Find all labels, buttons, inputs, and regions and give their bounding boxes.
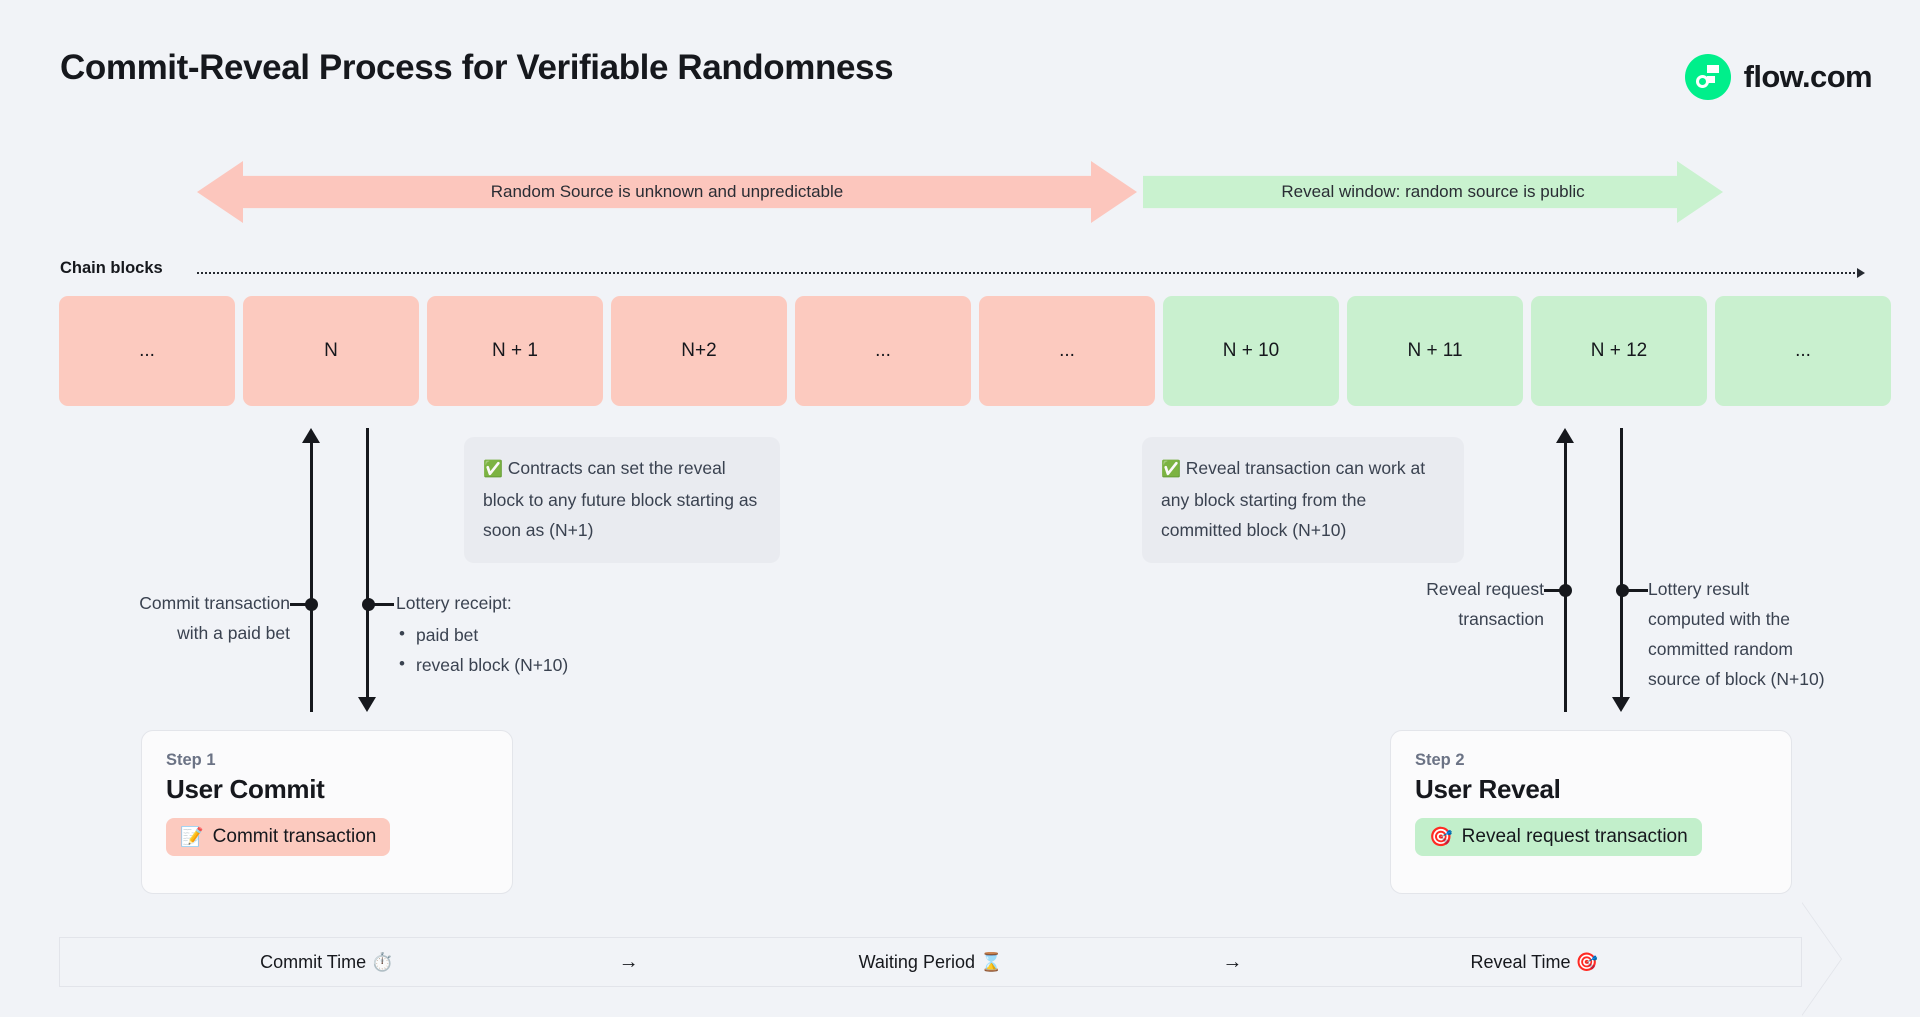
receipt-arrow-line (366, 428, 369, 698)
block-4[interactable]: ... (795, 296, 971, 406)
flow-logo-icon (1684, 54, 1731, 100)
page-title: Commit-Reveal Process for Verifiable Ran… (60, 48, 894, 87)
block-8[interactable]: N + 12 (1531, 296, 1707, 406)
annotation-reveal-request-line2: transaction (1458, 609, 1544, 629)
memo-icon: 📝 (180, 827, 204, 848)
annotation-lottery-result: Lottery result computed with the committ… (1648, 574, 1898, 694)
lottery-result-arrow-head-icon (1612, 697, 1630, 712)
phase-unpredictable: Random Source is unknown and unpredictab… (197, 161, 1137, 223)
list-item: reveal block (N+10) (396, 649, 696, 680)
list-item: paid bet (396, 619, 696, 650)
timeline-phase-reveal: Reveal Time 🎯 (1470, 951, 1598, 972)
step-card-user-commit[interactable]: Step 1 User Commit 📝 Commit transaction (141, 730, 513, 894)
receipt-connector-stub (370, 603, 394, 606)
block-1[interactable]: N (243, 296, 419, 406)
annotation-lottery-result-line1: Lottery result (1648, 579, 1750, 599)
commit-connector-stub (290, 603, 314, 606)
annotation-commit-line2: with a paid bet (177, 623, 290, 643)
step-1-chip[interactable]: 📝 Commit transaction (166, 818, 391, 856)
annotation-commit-transaction: Commit transaction with a paid bet (60, 588, 290, 648)
reveal-request-arrow-head-icon (1556, 428, 1574, 443)
block-5[interactable]: ... (979, 296, 1155, 406)
step-2-chip-label: Reveal request transaction (1461, 826, 1688, 847)
brand-name: flow.com (1743, 59, 1873, 94)
block-0[interactable]: ... (59, 296, 235, 406)
annotation-lottery-result-line4: source of block (N+10) (1648, 669, 1825, 689)
commit-arrow-head-icon (302, 428, 320, 443)
step-card-user-reveal[interactable]: Step 2 User Reveal 🎯 Reveal request tran… (1390, 730, 1792, 894)
callout-reveal-text: Reveal transaction can work at any block… (1161, 458, 1426, 540)
reveal-request-connector-dot (1559, 584, 1572, 597)
annotation-reveal-request: Reveal request transaction (1330, 574, 1544, 634)
callout-reveal-transaction: ✅ Reveal transaction can work at any blo… (1142, 437, 1464, 563)
block-3[interactable]: N+2 (611, 296, 787, 406)
check-icon: ✅ (483, 461, 503, 478)
timeline-bar: Commit Time ⏱️ → Waiting Period ⌛ → Reve… (59, 937, 1802, 987)
phase-reveal-window: Reveal window: random source is public (1143, 161, 1723, 223)
commit-connector-dot (305, 598, 318, 611)
phase-unpredictable-label: Random Source is unknown and unpredictab… (490, 182, 844, 201)
lottery-result-connector-dot (1616, 584, 1629, 597)
annotation-lottery-receipt: Lottery receipt: paid bet reveal block (… (396, 588, 696, 680)
receipt-connector-dot (362, 598, 375, 611)
chain-axis-line (197, 268, 1865, 278)
annotation-commit-line1: Commit transaction (139, 593, 290, 613)
timeline-phase-commit: Commit Time ⏱️ (260, 951, 394, 972)
block-6[interactable]: N + 10 (1163, 296, 1339, 406)
annotation-lottery-result-line2: computed with the (1648, 609, 1791, 629)
phase-reveal-window-label: Reveal window: random source is public (1281, 182, 1585, 201)
block-9[interactable]: ... (1715, 296, 1891, 406)
step-2-kicker: Step 2 (1415, 751, 1465, 769)
timeline-phase-waiting: Waiting Period ⌛ (858, 951, 1003, 972)
step-1-kicker: Step 1 (166, 751, 216, 769)
annotation-reveal-request-line1: Reveal request (1426, 579, 1544, 599)
timeline-separator-icon: → (1222, 950, 1243, 973)
block-2[interactable]: N + 1 (427, 296, 603, 406)
step-2-chip[interactable]: 🎯 Reveal request transaction (1415, 818, 1702, 856)
step-2-title: User Reveal (1415, 774, 1561, 804)
chain-blocks-row: ... N N + 1 N+2 ... ... N + 10 N + 11 N … (59, 296, 1891, 406)
commit-arrow-line (310, 442, 313, 712)
target-icon: 🎯 (1429, 827, 1453, 848)
lottery-result-arrow-line (1620, 428, 1623, 698)
annotation-receipt-list: paid bet reveal block (N+10) (396, 619, 696, 680)
chain-blocks-label: Chain blocks (60, 259, 163, 277)
annotation-lottery-result-line3: committed random (1648, 639, 1793, 659)
step-1-title: User Commit (166, 774, 325, 804)
reveal-request-connector-stub (1544, 589, 1568, 592)
block-7[interactable]: N + 11 (1347, 296, 1523, 406)
receipt-arrow-head-icon (358, 697, 376, 712)
step-1-chip-label: Commit transaction (212, 826, 377, 847)
timeline-separator-icon: → (618, 950, 639, 973)
callout-contracts-reveal-block: ✅ Contracts can set the reveal block to … (464, 437, 780, 563)
check-icon: ✅ (1161, 461, 1181, 478)
reveal-request-arrow-line (1564, 442, 1567, 712)
brand-logo: flow.com (1684, 54, 1873, 100)
timeline-arrow-head-icon (1801, 902, 1841, 1016)
annotation-receipt-heading: Lottery receipt: (396, 593, 512, 613)
lottery-result-connector-stub (1624, 589, 1648, 592)
callout-contracts-text: Contracts can set the reveal block to an… (483, 458, 758, 540)
